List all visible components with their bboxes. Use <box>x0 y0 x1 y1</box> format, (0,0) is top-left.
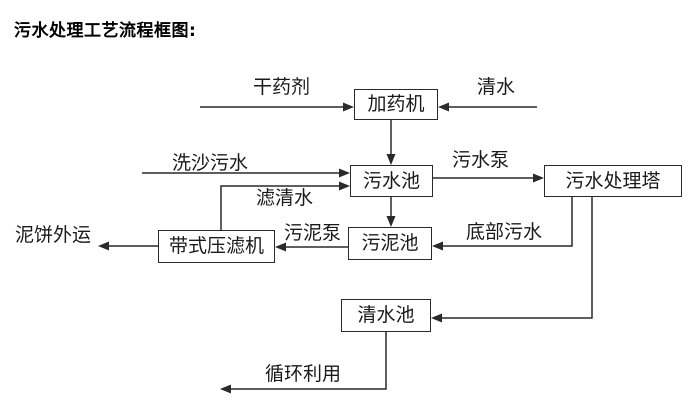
arrowhead-left-icon <box>275 242 286 252</box>
dosing-machine-label: 加药机 <box>367 93 425 115</box>
clean-water-flow-label: 清水 <box>477 76 516 98</box>
arrowhead-left-icon <box>438 102 449 112</box>
clean-water-pool-box: 清水池 <box>341 299 431 332</box>
treatment-tower-label: 污水处理塔 <box>565 169 661 192</box>
sand-washing-sewage-flow-label: 洗沙污水 <box>172 152 249 174</box>
arrowhead-left-icon <box>431 313 442 323</box>
connector-sewage-pool-to-sludge-pool <box>386 197 396 227</box>
connector-dry-chemical-to-dosing-machine <box>200 102 354 112</box>
sludge-pump-flow-label: 污泥泵 <box>284 222 342 244</box>
filtered-water-flow-label: 滤清水 <box>256 187 314 209</box>
connector-tower-bottom-sewage-to-sludge-pool <box>432 197 573 251</box>
page-title: 污水处理工艺流程框图: <box>14 21 197 41</box>
arrowhead-down-icon <box>386 216 396 227</box>
sewage-pump-flow-label: 污水泵 <box>452 149 510 171</box>
arrowhead-left-icon <box>220 384 231 394</box>
sewage-pool-box: 污水池 <box>350 165 433 197</box>
bottom-sewage-flow-label: 底部污水 <box>466 221 543 243</box>
connector-sewage-pool-to-treatment-tower <box>433 173 544 183</box>
sludge-pool-label: 污泥池 <box>361 232 419 254</box>
arrowhead-left-icon <box>432 241 443 251</box>
connector-sludge-pool-to-belt-filter-press <box>275 242 348 252</box>
sludge-pool-box: 污泥池 <box>348 227 432 260</box>
dosing-machine-box: 加药机 <box>354 89 438 120</box>
connector-clean-water-to-dosing-machine <box>438 102 537 112</box>
arrowhead-right-icon <box>339 168 350 178</box>
connector-sand-washing-sewage-to-sewage-pool <box>142 168 350 178</box>
dry-chemical-flow-label: 干药剂 <box>253 76 311 98</box>
belt-filter-press-label: 带式压滤机 <box>168 235 264 257</box>
arrowhead-down-icon <box>386 154 396 165</box>
connector-dosing-machine-to-sewage-pool <box>386 120 396 165</box>
clean-water-pool-label: 清水池 <box>357 304 415 326</box>
connector-filtered-water-press-to-sewage-pool <box>220 181 350 230</box>
arrowhead-right-icon <box>343 102 354 112</box>
arrowhead-left-icon <box>98 241 109 251</box>
connector-clean-water-pool-to-recycle <box>220 332 387 394</box>
treatment-tower-box: 污水处理塔 <box>544 165 682 197</box>
connector-belt-filter-press-to-mud-cake-out <box>98 241 158 251</box>
connector-tower-to-clean-water-pool <box>431 197 593 323</box>
recycle-flow-label: 循环利用 <box>265 363 342 385</box>
arrowhead-right-icon <box>339 181 350 191</box>
belt-filter-press-box: 带式压滤机 <box>158 230 275 263</box>
arrowhead-right-icon <box>533 173 544 183</box>
sewage-pool-label: 污水池 <box>362 169 420 192</box>
mud-cake-out-flow-label: 泥饼外运 <box>15 224 92 246</box>
